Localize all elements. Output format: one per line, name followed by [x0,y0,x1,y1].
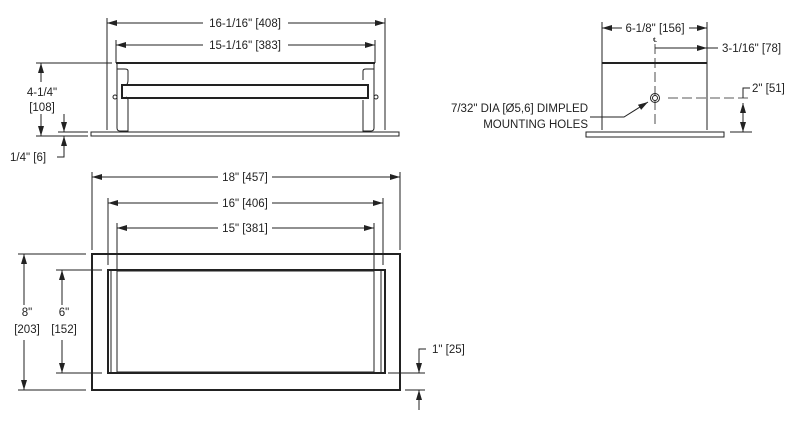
top-view: 16-1/16" [408] 15-1/16" [383] 4-1/4" [10… [10,18,400,164]
opening-height-label-1: 6" [59,307,69,319]
front-overall-width-label: 18" [457] [222,172,268,184]
hole-height-label: 2" [51] [752,83,785,95]
front-mid-width-label: 16" [406] [222,198,268,210]
front-height-label-2: [203] [14,324,40,336]
opening [107,269,386,374]
outer-frame [91,253,401,391]
top-overall-width-label: 16-1/16" [408] [209,18,281,30]
border-width-label: 1" [25] [432,344,465,356]
opening-height-label-2: [152] [51,324,77,336]
front-view: 18" [457] 16" [406] 15" [381] 8" [203] 6… [14,172,465,410]
cross-bar [121,84,369,99]
front-height-label-1: 8" [22,307,32,319]
mounting-hole [650,93,660,103]
top-height-label-1: 4-1/4" [27,87,57,99]
hole-offset-label: 3-1/16" [78] [722,43,781,55]
hole-note-line-1: 7/32" DIA [Ø5,6] DIMPLED [451,103,588,115]
side-view: 6-1/8" [156] ℄ 3-1/16" [78] 2" [51] 7/32… [451,22,785,138]
side-flange [585,131,725,138]
front-inner-width-label: 15" [381] [222,223,268,235]
top-height-label-2: [108] [29,102,55,114]
top-inner-width-label: 15-1/16" [383] [209,40,281,52]
centerline-mark: ℄ [652,38,657,44]
hole-note-line-2: MOUNTING HOLES [483,119,588,131]
side-width-label: 6-1/8" [156] [625,23,684,35]
flange-thickness-label: 1/4" [6] [10,152,46,164]
flange [90,131,400,137]
